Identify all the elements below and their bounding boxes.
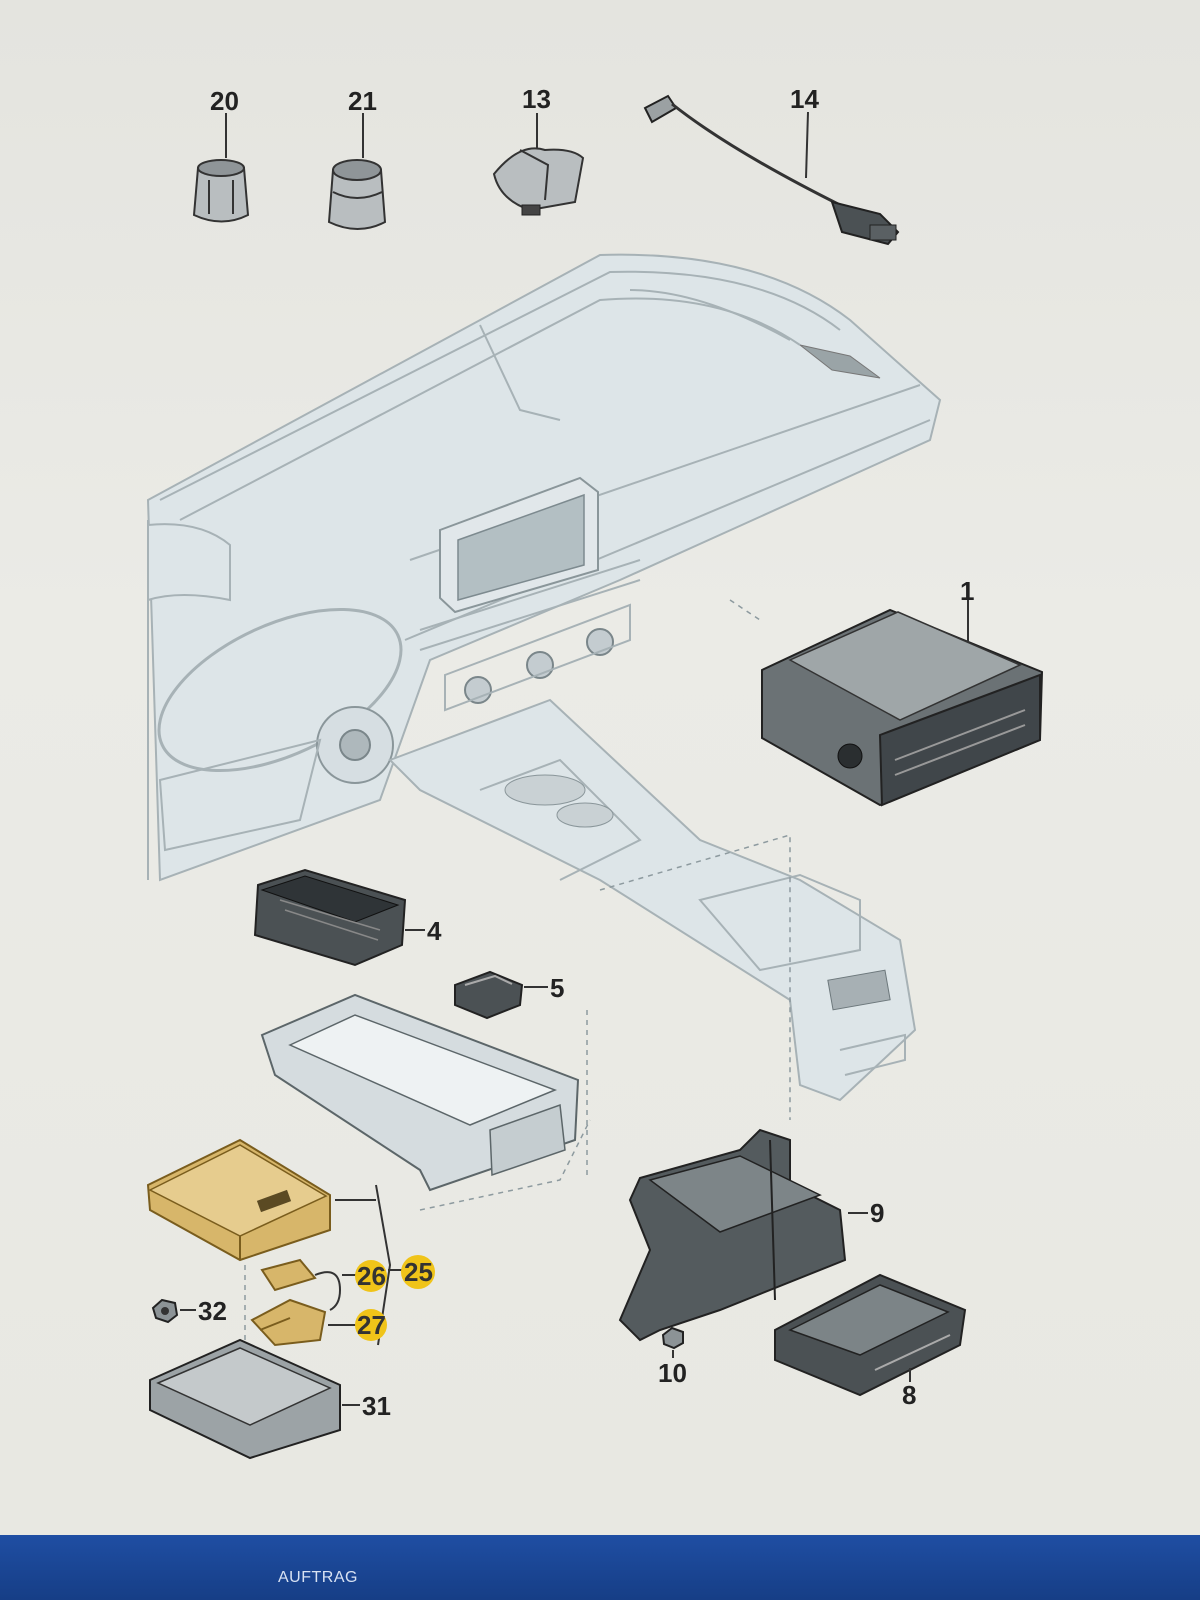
- center-console: [388, 698, 917, 1102]
- label-13: 13: [522, 84, 551, 114]
- label-32: 32: [198, 1296, 227, 1326]
- part-31-holder[interactable]: [149, 1265, 341, 1460]
- highlight-26: [355, 1260, 387, 1292]
- label-4: 4: [427, 916, 442, 946]
- label-27: 27: [357, 1310, 386, 1340]
- label-31: 31: [362, 1391, 391, 1421]
- part-1-radio-unit[interactable]: [761, 608, 1044, 807]
- steering-wheel: [157, 607, 403, 852]
- label-9: 9: [870, 1198, 884, 1228]
- infotainment-screen: [439, 476, 599, 614]
- part-9-bracket[interactable]: [618, 1128, 847, 1342]
- part-27-bracket[interactable]: [250, 1298, 327, 1347]
- label-5: 5: [550, 973, 564, 1003]
- label-20: 20: [210, 86, 239, 116]
- part-21-knob[interactable]: [327, 159, 387, 230]
- label-26: 26: [357, 1261, 386, 1291]
- taskbar-label-auftrag[interactable]: AUFTRAG: [278, 1569, 358, 1586]
- dashboard-assembly: [146, 253, 942, 1211]
- label-1: 1: [960, 576, 974, 606]
- label-21: 21: [348, 86, 377, 116]
- part-13-antenna[interactable]: [492, 147, 585, 216]
- parts-diagram: 20 21 13 14: [146, 84, 1044, 1460]
- part-20-knob[interactable]: [192, 159, 250, 223]
- part-8-module[interactable]: [774, 1273, 967, 1397]
- mounting-tray: [260, 993, 580, 1192]
- part-14-cable[interactable]: [643, 94, 900, 246]
- part-4-control-unit[interactable]: [253, 868, 407, 967]
- part-10-nut[interactable]: [661, 1326, 684, 1350]
- highlight-27: [355, 1309, 387, 1341]
- label-8: 8: [902, 1380, 916, 1410]
- highlight-25: [401, 1255, 435, 1289]
- label-14: 14: [790, 84, 819, 114]
- screen: 20 21 13 14: [0, 0, 1200, 1535]
- part-25-control-unit[interactable]: [146, 1138, 331, 1262]
- taskbar: AUFTRAG: [0, 1535, 1200, 1600]
- part-26-battery[interactable]: [260, 1258, 342, 1311]
- label-10: 10: [658, 1358, 687, 1388]
- label-25: 25: [404, 1257, 433, 1287]
- part-32-nut[interactable]: [151, 1298, 179, 1324]
- part-5-connector[interactable]: [454, 970, 524, 1020]
